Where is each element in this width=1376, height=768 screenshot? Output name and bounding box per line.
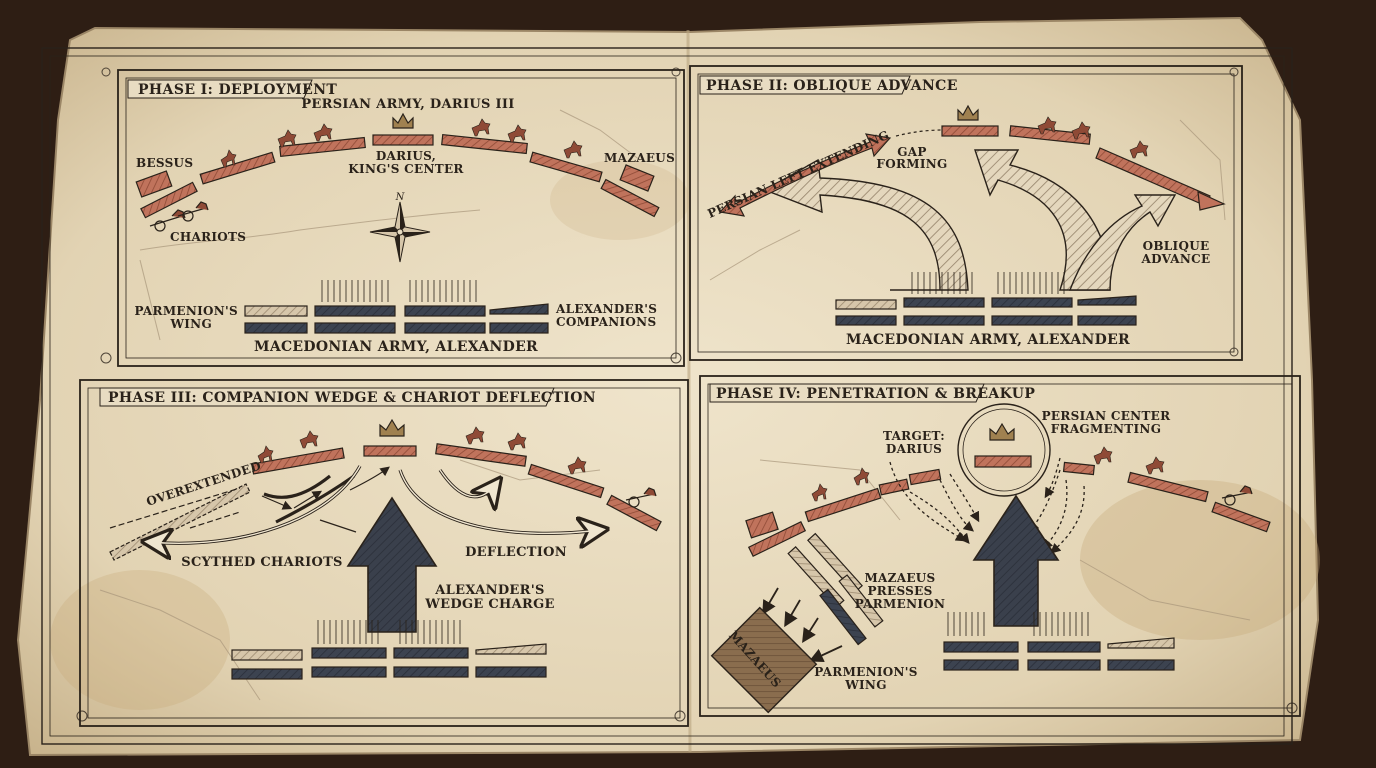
deflection-label: DEFLECTION: [465, 545, 567, 560]
phase-4-title: PHASE IV: PENETRATION & BREAKUP: [716, 386, 1035, 402]
chariot-icon: [1221, 485, 1253, 506]
macedonian-line-p2: [835, 295, 1137, 326]
cavalry-icon: [1037, 116, 1149, 159]
macedonian-line-p3: [231, 643, 547, 680]
compass-north: N: [395, 192, 406, 203]
compass-rose-icon: [369, 201, 431, 263]
oblique-label-2: ADVANCE: [1141, 252, 1211, 266]
mazaeus-block: [710, 606, 818, 714]
chariot-icon: [625, 487, 657, 508]
darius-label: DARIUS,: [376, 149, 436, 163]
paper-sheet: [16, 16, 1320, 757]
macedonian-army-label-p2: MACEDONIAN ARMY, ALEXANDER: [846, 332, 1130, 348]
cavalry-icon: [811, 446, 1165, 502]
kings-center-label: KING'S CENTER: [348, 162, 464, 176]
target-label-1: TARGET:: [883, 429, 945, 443]
target-label-2: DARIUS: [886, 442, 942, 456]
penetration-arrow: [972, 494, 1060, 627]
panel-phase-4: PHASE IV: PENETRATION & BREAKUP: [709, 383, 1271, 714]
persian-line-p1: [135, 133, 660, 219]
panel-frames: [79, 65, 1301, 727]
gap-label-1: GAP: [897, 145, 926, 159]
chariot-icon: [149, 201, 209, 232]
chariots-label: CHARIOTS: [170, 230, 246, 244]
parmenion-label-2: WING: [169, 317, 212, 331]
crown-icon: [392, 112, 414, 129]
macedonian-line-p1: [244, 303, 549, 334]
macedonian-army-label-p1: MACEDONIAN ARMY, ALEXANDER: [254, 339, 538, 355]
sarissa-marks-p4: [947, 612, 1089, 636]
cavalry-icon: [257, 426, 587, 475]
crown-icon: [957, 104, 979, 121]
panel-phase-1: PHASE I: DEPLOYMENT PERSIAN ARMY, DARIUS…: [127, 79, 675, 355]
parmenion-wing-label-2: WING: [844, 678, 887, 692]
wedge-charge-arrow: [346, 496, 438, 633]
companions-label-1: ALEXANDER'S: [555, 302, 657, 316]
oblique-label-1: OBLIQUE: [1143, 239, 1210, 253]
phase-2-title: PHASE II: OBLIQUE ADVANCE: [706, 78, 958, 94]
mazaeus-presses-2: PRESSES: [867, 584, 932, 598]
companions-label-2: COMPANIONS: [556, 315, 656, 329]
macedonian-line-p4: [943, 637, 1175, 671]
persian-right-arrowhead: [1197, 191, 1226, 211]
phase-1-title: PHASE I: DEPLOYMENT: [138, 82, 337, 98]
cavalry-icon: [220, 118, 583, 168]
persian-left-arrow: [718, 133, 892, 217]
persian-line-p4: [745, 461, 1271, 558]
phase-3-title: PHASE III: COMPANION WEDGE & CHARIOT DEF…: [108, 390, 596, 406]
oblique-arrow-right: [1068, 194, 1177, 291]
persian-army-label: PERSIAN ARMY, DARIUS III: [301, 97, 514, 112]
gap-label-2: FORMING: [876, 157, 947, 171]
wedge-label-1: ALEXANDER'S: [434, 583, 544, 598]
parmenion-label-1: PARMENION'S: [134, 304, 238, 318]
mazaeus-presses-3: PARMENION: [855, 597, 946, 611]
crown-icon: [379, 418, 405, 437]
sarissa-marks-p3: [317, 620, 461, 644]
mazaeus-label: MAZAEUS: [604, 151, 675, 165]
parmenion-wing-label-1: PARMENION'S: [814, 665, 918, 679]
center-label-2: FRAGMENTING: [1051, 422, 1162, 436]
sarissa-marks-p1: [321, 280, 477, 302]
wedge-label-2: WEDGE CHARGE: [424, 597, 554, 612]
bessus-label: BESSUS: [136, 156, 193, 170]
sarissa-marks-p2: [911, 272, 1065, 294]
parmenion-wing-p4: [787, 532, 884, 646]
crown-icon: [989, 422, 1015, 441]
center-label-1: PERSIAN CENTER: [1042, 409, 1172, 423]
oblique-arrow-left: [763, 158, 969, 291]
mazaeus-presses-1: MAZAEUS: [864, 571, 935, 585]
scythed-chariots-label: SCYTHED CHARIOTS: [181, 555, 342, 570]
converging-arrows: [889, 457, 1085, 554]
